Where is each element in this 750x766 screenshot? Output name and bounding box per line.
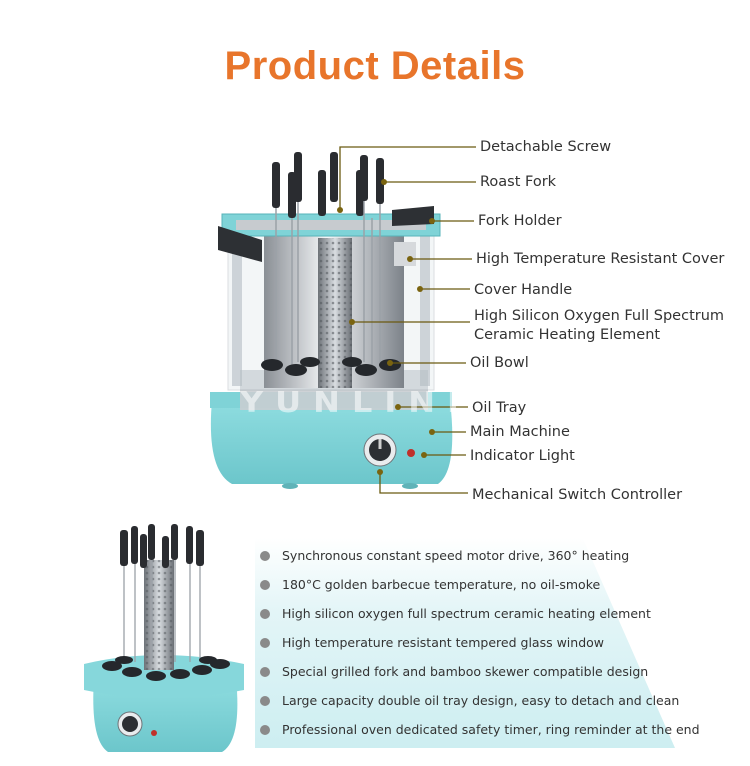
big-machine: [210, 152, 453, 489]
callout-cover-handle: Cover Handle: [474, 282, 573, 298]
bullet-icon: [260, 724, 270, 735]
callout-oil-bowl: Oil Bowl: [470, 355, 529, 371]
callout-switch-controller: Mechanical Switch Controller: [472, 487, 683, 503]
page-title: Product Details: [224, 44, 526, 88]
list-item: High silicon oxygen full spectrum cerami…: [258, 599, 700, 628]
callout-leaders: [339, 146, 476, 494]
feature-list: Synchronous constant speed motor drive, …: [258, 541, 700, 744]
callout-heating-element-line1: High Silicon Oxygen Full Spectrum: [474, 308, 725, 324]
callout-heating-element-line2: Ceramic Heating Element: [474, 327, 661, 343]
callout-main-machine: Main Machine: [470, 424, 570, 440]
callout-oil-tray: Oil Tray: [472, 400, 527, 416]
callout-roast-fork: Roast Fork: [480, 174, 557, 190]
bullet-icon: [260, 637, 270, 648]
callout-indicator-light: Indicator Light: [470, 448, 575, 464]
list-item: Synchronous constant speed motor drive, …: [258, 541, 700, 570]
bullet-icon: [260, 579, 270, 590]
callout-detachable-screw: Detachable Screw: [480, 139, 612, 155]
list-item: Large capacity double oil tray design, e…: [258, 686, 700, 715]
list-item: High temperature resistant tempered glas…: [258, 628, 700, 657]
callout-cover: High Temperature Resistant Cover: [476, 251, 725, 267]
list-item: Special grilled fork and bamboo skewer c…: [258, 657, 700, 686]
bullet-icon: [260, 608, 270, 619]
brand-watermark: YUNLINLI: [240, 384, 504, 420]
callout-dots: [337, 179, 435, 475]
bullet-icon: [260, 695, 270, 706]
list-item: 180°C golden barbecue temperature, no oi…: [258, 570, 700, 599]
bullet-icon: [260, 666, 270, 677]
list-item: Professional oven dedicated safety timer…: [258, 715, 700, 744]
callout-fork-holder: Fork Holder: [478, 213, 562, 229]
bullet-icon: [260, 550, 270, 561]
